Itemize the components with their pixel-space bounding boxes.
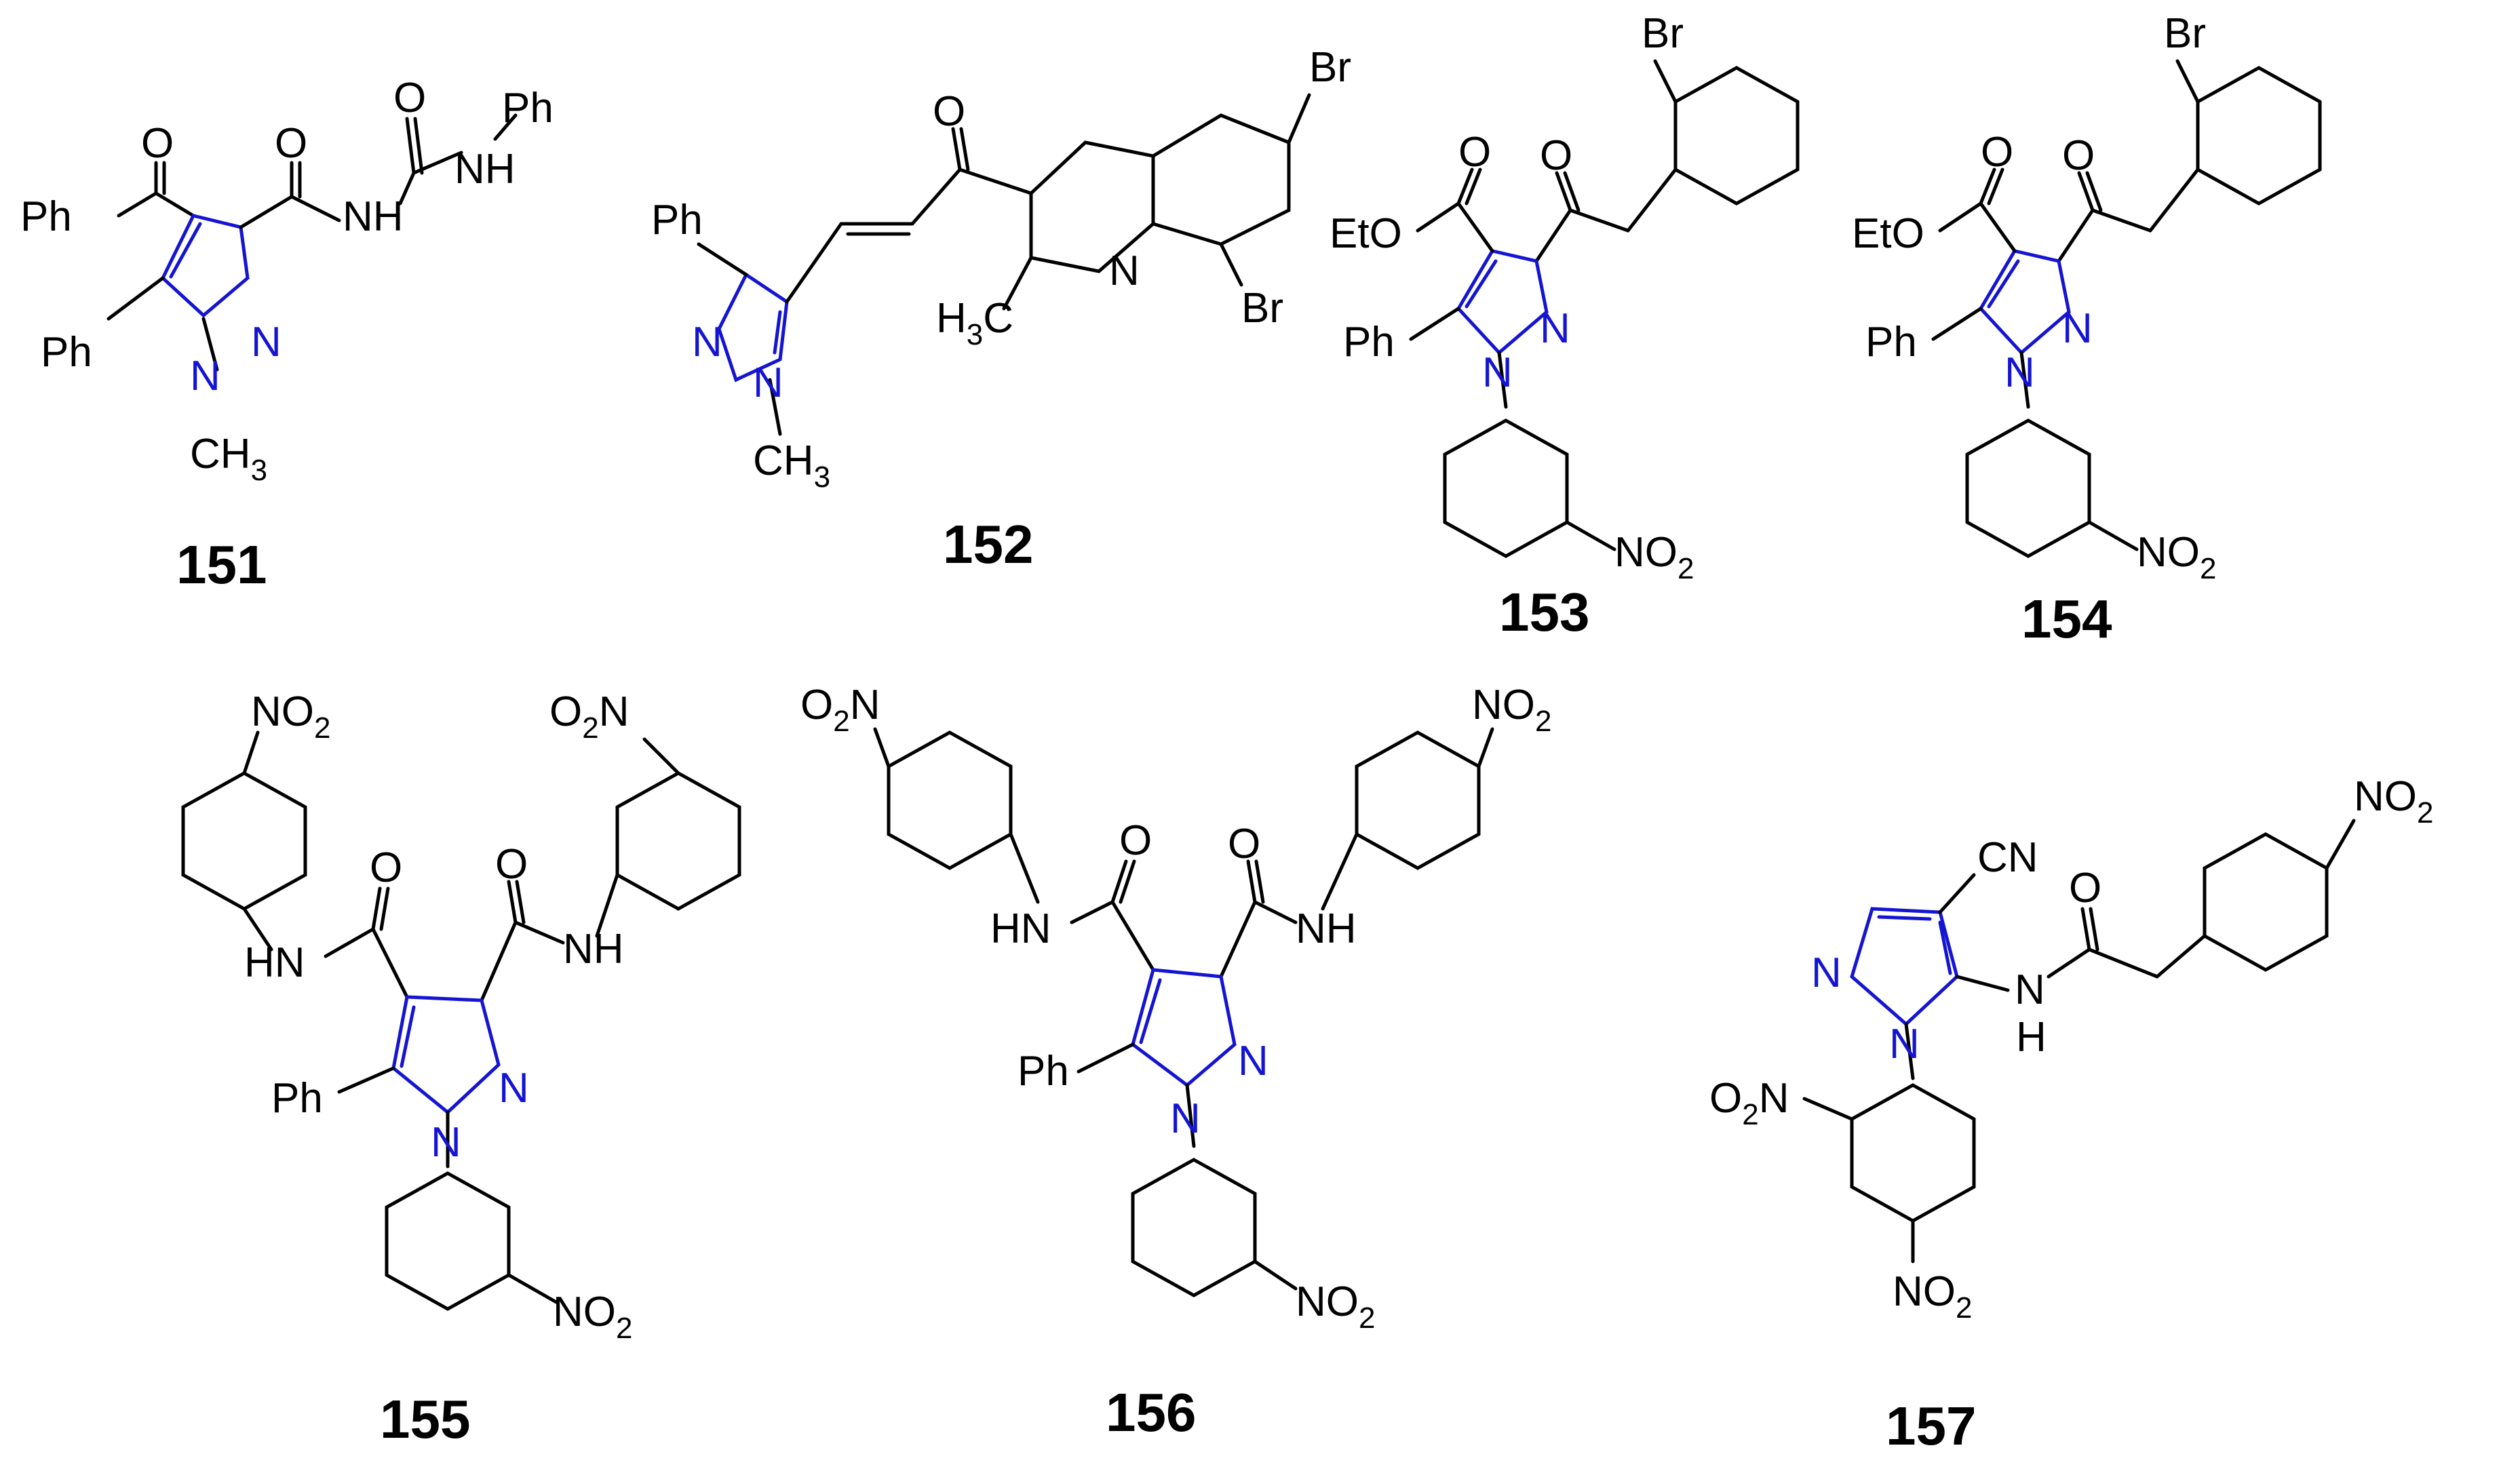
amide-nitrogen-label: N: [2015, 966, 2045, 1013]
amide-oxygen-label: O: [1119, 817, 1152, 864]
pyrazole-nitrogen-label: N: [190, 353, 220, 399]
pyrazole-nitrogen-label: N: [251, 319, 282, 366]
nitro-label: O2N: [549, 688, 629, 745]
compound-157: CN NO2 O N N N H O2N NO2 157: [1709, 773, 2433, 1456]
bromine-label: Br: [1309, 44, 1351, 91]
phenyl-label: Ph: [502, 85, 554, 132]
compound-number: 153: [1499, 582, 1589, 642]
nitro-label: NO2: [2354, 773, 2433, 829]
phenyl-label: Ph: [1017, 1048, 1069, 1095]
pyrazole-nitrogen-label: N: [1482, 349, 1513, 396]
amide-oxygen-label: O: [370, 844, 402, 891]
nitro-label: NO2: [2137, 529, 2216, 585]
amide-oxygen-label: O: [2069, 865, 2101, 912]
compound-number: 154: [2021, 589, 2112, 649]
amide-nh-label: HN: [244, 939, 305, 986]
nitro-label: NO2: [1893, 1268, 1972, 1325]
quinoline-nitrogen-label: N: [1109, 248, 1140, 294]
methyl-label: H3C: [936, 295, 1013, 351]
pyrazole-nitrogen-label: N: [692, 319, 722, 366]
amide-oxygen-label: O: [495, 841, 528, 888]
pyrazole-nitrogen-label: N: [1540, 305, 1570, 352]
pyrazole-nitrogen-label: N: [431, 1119, 461, 1166]
ketone-oxygen-label: O: [1540, 132, 1572, 179]
compound-153: Br O O EtO Ph N N NO2 153: [1330, 10, 1800, 642]
amide-nh-label: NH: [563, 926, 624, 973]
compound-155: NO2 O2N O O HN NH Ph N N NO2 155: [181, 688, 741, 1449]
nitro-label: O2N: [1709, 1075, 1789, 1131]
nitro-label: NO2: [1614, 529, 1694, 585]
methyl-label: CH3: [753, 437, 830, 494]
pyrazole-nitrogen-label: N: [753, 359, 783, 406]
pyrazole-nitrogen-label: N: [2062, 305, 2093, 352]
urea-oxygen-label: O: [393, 75, 426, 121]
bromine-label: Br: [1642, 10, 1684, 57]
pyrazole-nitrogen-label: N: [1889, 1021, 1920, 1068]
ketone-oxygen-label: O: [933, 88, 965, 135]
ethoxy-label: EtO: [1852, 210, 1924, 257]
compound-number: 151: [176, 534, 267, 595]
nitro-label: O2N: [800, 682, 880, 738]
amide-oxygen-label: O: [1228, 821, 1260, 867]
phenyl-label: Ph: [20, 193, 72, 240]
phenyl-label: Ph: [1343, 319, 1395, 366]
amide-hydrogen-label: H: [2016, 1014, 2047, 1061]
nitrile-label: CN: [1977, 834, 2038, 881]
pyrazole-nitrogen-label: N: [2004, 349, 2035, 396]
ethoxy-label: EtO: [1330, 210, 1402, 257]
methyl-label: CH3: [190, 431, 267, 487]
carbonyl-oxygen-label: O: [275, 120, 307, 167]
ester-oxygen-label: O: [1458, 129, 1491, 176]
phenyl-label: Ph: [271, 1075, 323, 1122]
amide-nh-label: HN: [990, 905, 1051, 952]
compound-156: O2N NO2 O O HN NH Ph N N NO2 156: [800, 682, 1551, 1443]
amide-nh-label: NH: [1296, 905, 1357, 952]
pyrazole-nitrogen-label: N: [499, 1065, 529, 1112]
ester-oxygen-label: O: [1981, 129, 2013, 176]
urea-nh-label: NH: [454, 146, 516, 193]
nitro-label: NO2: [1296, 1278, 1375, 1335]
bromine-label: Br: [2164, 10, 2206, 57]
nitro-label: NO2: [251, 688, 330, 745]
pyrazole-nitrogen-label: N: [1811, 949, 1842, 996]
compound-151: Ph O O NH O NH Ph Ph N N CH3 151: [20, 75, 554, 595]
ketone-oxygen-label: O: [2062, 132, 2095, 179]
phenyl-label: Ph: [651, 197, 703, 243]
nitro-label: NO2: [553, 1289, 632, 1345]
compound-154: Br O O EtO Ph N N NO2 154: [1852, 10, 2322, 649]
nitro-label: NO2: [1472, 682, 1551, 738]
phenyl-label: Ph: [41, 329, 92, 376]
pyrazole-nitrogen-label: N: [1170, 1095, 1201, 1142]
imide-nh-label: NH: [343, 193, 404, 240]
phenyl-label: Ph: [1865, 319, 1917, 366]
bromine-label: Br: [1241, 285, 1283, 332]
compound-number: 155: [380, 1389, 470, 1449]
compound-number: 152: [943, 514, 1033, 574]
compound-number: 157: [1886, 1396, 1976, 1456]
compound-number: 156: [1106, 1382, 1196, 1443]
compound-152: Ph N N CH3 O Br Br N H3C 152: [651, 44, 1351, 574]
carbonyl-oxygen-label: O: [141, 120, 174, 167]
pyrazole-nitrogen-label: N: [1238, 1038, 1268, 1084]
